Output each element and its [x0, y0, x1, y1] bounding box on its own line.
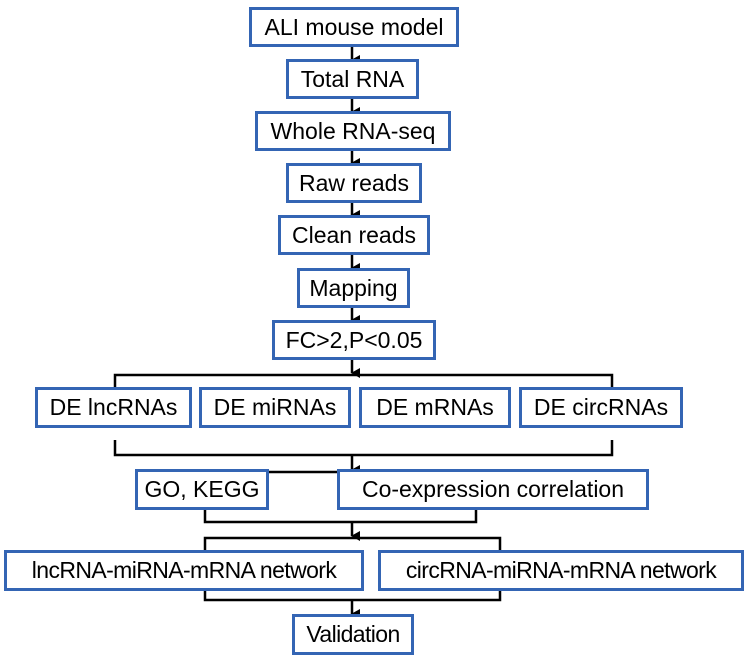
step-whole-rna-seq: Whole RNA-seq	[255, 111, 451, 151]
de-circrnas-box: DE circRNAs	[519, 387, 683, 428]
bracket-de-bottom	[113, 440, 614, 457]
validation-box: Validation	[292, 614, 414, 655]
step-total-rna: Total RNA	[286, 59, 419, 99]
step-ali-mouse-model: ALI mouse model	[249, 7, 459, 47]
circrna-network-box: circRNA-miRNA-mRNA network	[378, 550, 744, 591]
coexpression-box: Co-expression correlation	[337, 469, 649, 510]
step-filter-criteria: FC>2,P<0.05	[272, 320, 436, 360]
go-kegg-box: GO, KEGG	[135, 469, 269, 510]
de-mirnas-box: DE miRNAs	[199, 387, 351, 428]
de-lncrnas-box: DE lncRNAs	[35, 387, 192, 428]
step-mapping: Mapping	[297, 268, 410, 308]
bracket-de-top	[113, 373, 614, 388]
lncrna-network-box: lncRNA-miRNA-mRNA network	[4, 550, 364, 591]
bracket-analysis-bottom	[203, 510, 478, 524]
step-clean-reads: Clean reads	[278, 215, 430, 255]
de-mrnas-box: DE mRNAs	[359, 387, 511, 428]
step-raw-reads: Raw reads	[286, 163, 422, 203]
bracket-network-top	[203, 536, 502, 551]
